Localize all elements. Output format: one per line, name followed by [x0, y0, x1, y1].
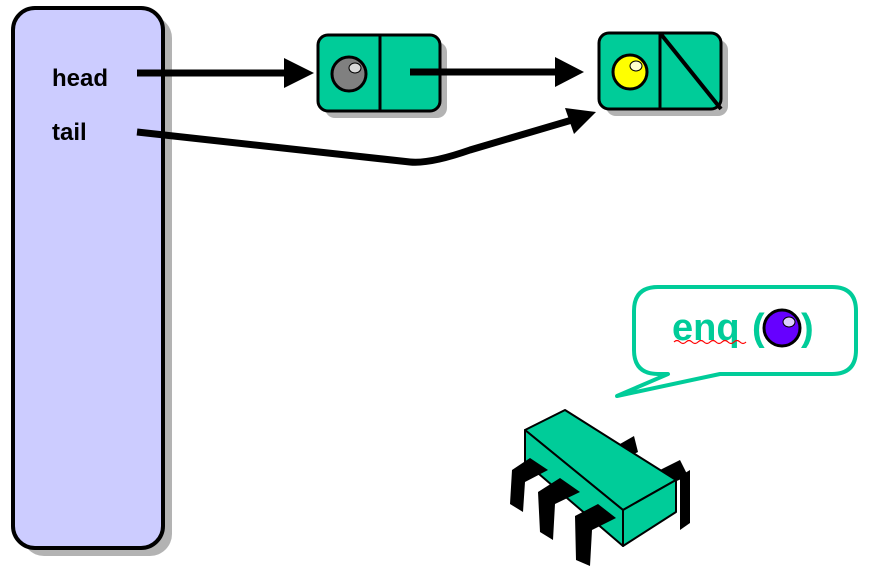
- gray-ball-icon: [330, 55, 368, 93]
- tail-label: tail: [52, 119, 87, 146]
- panel-body: [11, 6, 165, 550]
- list-node-2: [597, 31, 728, 116]
- close-paren: ): [801, 307, 814, 349]
- head-pointer-arrow: [137, 58, 314, 88]
- open-paren: (: [752, 307, 765, 349]
- purple-ball-icon: [762, 308, 802, 348]
- list-node-1: [316, 33, 447, 118]
- queue-object-panel: head tail: [11, 6, 172, 556]
- yellow-ball-icon: [611, 53, 649, 91]
- spellcheck-squiggle: [673, 339, 747, 345]
- next-pointer-arrow: [410, 57, 584, 87]
- head-label: head: [52, 65, 108, 92]
- callout-bubble: [615, 285, 858, 398]
- null-slash: [658, 31, 723, 111]
- bug-thread-icon: [510, 409, 690, 566]
- enq-callout: enq ( ): [615, 285, 858, 398]
- tail-pointer-arrow: [136, 108, 596, 166]
